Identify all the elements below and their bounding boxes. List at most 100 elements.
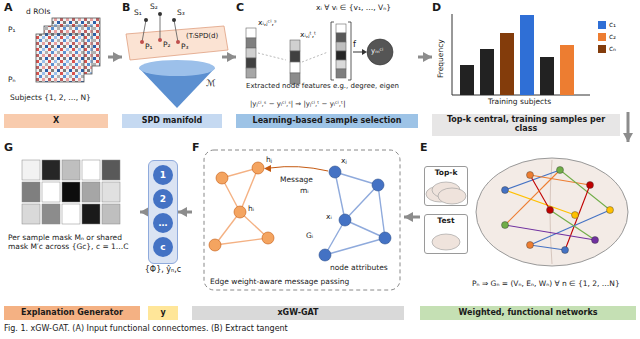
figure-label: Subjects {1, 2, …, N} <box>10 94 91 103</box>
label-text: Gᵢ <box>306 231 313 240</box>
output-column: {Φ}, ŷₙ,c12…c <box>148 160 178 264</box>
panel-letter: A <box>4 1 13 14</box>
panel-letter: E <box>420 141 428 154</box>
node-text: Test <box>425 217 467 225</box>
legend-swatch <box>598 21 606 29</box>
node-text: Top-k <box>425 169 467 177</box>
node-text: 2 <box>160 194 166 204</box>
legend-row: c₁ <box>598 20 616 29</box>
panel-frame: E Top-kTest <box>420 142 636 300</box>
panel-frame: D <box>432 2 636 112</box>
label-text: Pₙ ⇒ Gₙ = (Vₙ, Eₙ, Wₙ) ∀ n ∈ {1, 2, …N} <box>472 279 620 288</box>
class-circle: 1 <box>153 165 173 185</box>
panel-letter: C <box>236 1 244 14</box>
figure-label: P₃ <box>181 43 189 52</box>
panel-letter: D <box>432 1 441 14</box>
label-text: node attributes <box>330 263 388 272</box>
node-text: y <box>160 309 165 318</box>
figure-label: |yⱼᶜⁱ,ˢ − yᵢᶜⁱ,ˢ| ⇒ |yⱼᶜⁱ,ᵗ − yᵢᶜⁱ,ᵗ| <box>250 100 346 108</box>
legend-row: c₂ <box>598 32 616 41</box>
label-text: yₘᶜⁱ <box>371 47 383 55</box>
label-text: d ROIs <box>26 7 50 16</box>
figure-label: Training subjects <box>488 98 551 107</box>
figure-label: xᵢ <box>326 213 332 222</box>
legend-text: c₁ <box>609 20 616 29</box>
figure-label: f <box>353 40 356 50</box>
figure-label: hᵢ <box>248 205 254 214</box>
figure-label: Pₙ ⇒ Gₙ = (Vₙ, Eₙ, Wₙ) ∀ n ∈ {1, 2, …N} <box>472 280 632 289</box>
label-text: xᵢ,ⱼᵗ,ᵗ <box>300 30 316 39</box>
heading-text: {Φ}, ŷₙ,c <box>145 265 181 274</box>
message-passing-graph <box>204 150 400 290</box>
bar-chart <box>452 14 590 95</box>
label-text: Message <box>280 175 313 184</box>
figure-label: Pₙ <box>8 76 16 85</box>
subject-box: Test <box>424 214 468 254</box>
figure-label: node attributes <box>330 264 388 273</box>
label-text: Subjects {1, 2, …, N} <box>10 93 91 102</box>
label-text: P₁ <box>145 42 153 51</box>
figure-label: xᵢ,ⱼᵗ,ᵗ <box>300 31 316 40</box>
flow-arrow <box>418 56 432 59</box>
feature-vectors <box>246 22 393 84</box>
legend-text: cₙ <box>609 44 616 53</box>
figure-label: S₂ <box>150 3 158 12</box>
section-band: SPD manifold <box>122 114 222 128</box>
label-text: S₁ <box>134 8 142 17</box>
label-text: xᵢ,ⱼᶜⁱ,ˢ <box>258 18 277 27</box>
node-text: Weighted, functional networks <box>458 309 597 318</box>
node-text: 1 <box>160 170 166 180</box>
node-text: SPD manifold <box>142 117 203 126</box>
label-text: P₂ <box>163 40 171 49</box>
figure-label: hⱼ <box>266 156 272 165</box>
node-text: xGW-GAT <box>277 309 318 318</box>
class-circle: c <box>153 237 173 257</box>
output-heading: {Φ}, ŷₙ,c <box>145 265 181 274</box>
flow-arrow <box>627 112 630 142</box>
spd-manifold <box>126 12 228 108</box>
label-text: f <box>353 39 356 49</box>
figure-label: Gᵢ <box>306 232 313 241</box>
section-band: Top-k central, training samples per clas… <box>432 114 620 136</box>
label-text: ℳ <box>206 78 216 88</box>
class-circle: 2 <box>153 189 173 209</box>
label-text: |yⱼᶜⁱ,ˢ − yᵢᶜⁱ,ˢ| ⇒ |yⱼᶜⁱ,ᵗ − yᵢᶜⁱ,ᵗ| <box>250 100 346 108</box>
caption-text: Fig. 1. xGW-GAT. (A) Input functional co… <box>4 324 288 333</box>
node-text: Top-k central, training samples per clas… <box>435 116 617 134</box>
figure-label: mᵢ <box>300 187 309 196</box>
label-text: P₁ <box>8 25 16 34</box>
flow-arrow <box>178 211 192 214</box>
section-band: Explanation Generator <box>4 306 140 320</box>
panel-letter: G <box>4 141 13 154</box>
label-text: mᵢ <box>300 186 309 195</box>
panel-frame: G <box>4 142 140 300</box>
figure-label: S₁ <box>134 9 142 18</box>
node-text: X <box>53 117 59 126</box>
figure-label: d ROIs <box>26 8 50 17</box>
legend-row: cₙ <box>598 44 616 53</box>
mask-grid <box>22 160 120 224</box>
figure-label: xᵢ ∀ vᵢ ∈ {v₁, …, Vₙ} <box>316 4 391 13</box>
label-text: S₃ <box>177 8 185 17</box>
figure-caption: Fig. 1. xGW-GAT. (A) Input functional co… <box>4 324 288 333</box>
legend-swatch <box>598 45 606 53</box>
figure-label: ℳ <box>206 78 216 88</box>
label-text: Frequency <box>436 39 445 78</box>
label-text: Per sample mask Mₙ or shared mask M′c ac… <box>8 233 129 251</box>
label-text: xⱼ <box>341 156 347 165</box>
connectome-matrices <box>36 18 100 82</box>
panel-letter: B <box>122 1 130 14</box>
node-text: Learning-based sample selection <box>253 117 402 126</box>
figure-label: Extracted node features e.g., degree, ei… <box>246 82 418 90</box>
label-text: xᵢ ∀ vᵢ ∈ {v₁, …, Vₙ} <box>316 3 391 12</box>
label-text: hᵢ <box>248 204 254 213</box>
figure-label: Per sample mask Mₙ or shared mask M′c ac… <box>8 234 138 251</box>
figure-label: S₃ <box>177 9 185 18</box>
section-band: xGW-GAT <box>192 306 404 320</box>
figure-label: Message <box>280 176 313 185</box>
legend-text: c₂ <box>609 32 616 41</box>
label-text: S₂ <box>150 2 158 11</box>
figure-label: xᵢ,ⱼᶜⁱ,ˢ <box>258 19 277 28</box>
